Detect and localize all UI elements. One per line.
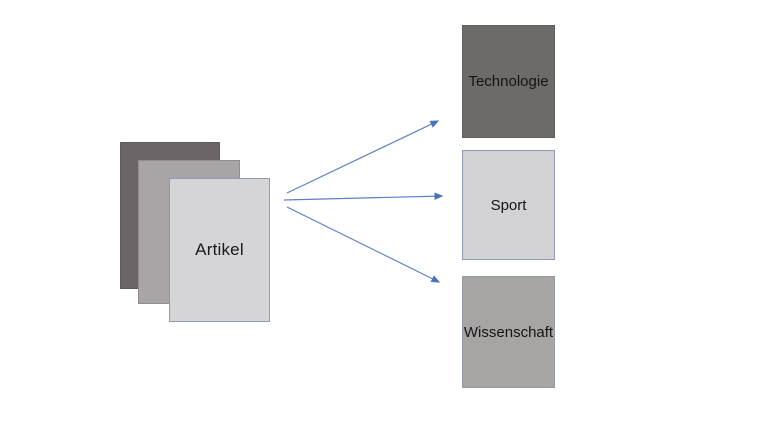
arrow-artikel-to-wissenschaft (286, 206, 441, 283)
category-box-wissenschaft: Wissenschaft (462, 276, 555, 388)
category-label-wissenschaft: Wissenschaft (463, 323, 554, 341)
category-label-technologie: Technologie (468, 73, 549, 90)
artikel-stack-front-card: Artikel (169, 178, 270, 322)
category-box-sport: Sport (462, 150, 555, 260)
category-label-sport: Sport (490, 196, 527, 214)
category-box-technologie: Technologie (462, 25, 555, 138)
artikel-label: Artikel (195, 240, 244, 259)
arrow-artikel-to-technologie (286, 120, 440, 194)
arrow-artikel-to-sport (283, 192, 444, 201)
